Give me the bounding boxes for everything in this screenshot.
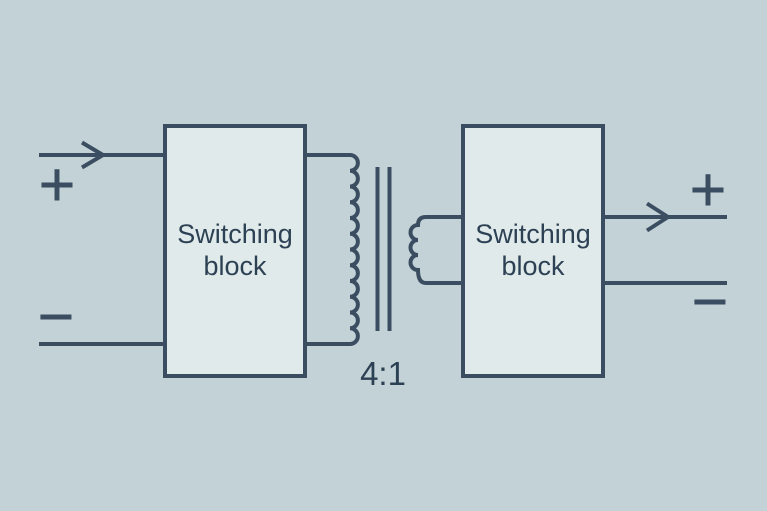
input-current-arrow-icon [80,140,107,170]
switching-block-input: Switching block [163,124,307,378]
switching-block-output: Switching block [461,124,605,378]
output-current-arrow-icon [645,201,672,233]
transformer-secondary-coil [408,215,461,285]
transformer-primary-coil [307,153,360,346]
output-plus-sign: + [688,161,728,217]
switching-block-input-label: Switching block [177,219,293,281]
switching-block-output-label: Switching block [475,219,591,281]
input-plus-sign: + [37,156,77,212]
input-minus-sign: − [36,288,76,344]
transformer-ratio-label: 4:1 [360,355,406,392]
output-minus-sign: − [690,273,730,329]
